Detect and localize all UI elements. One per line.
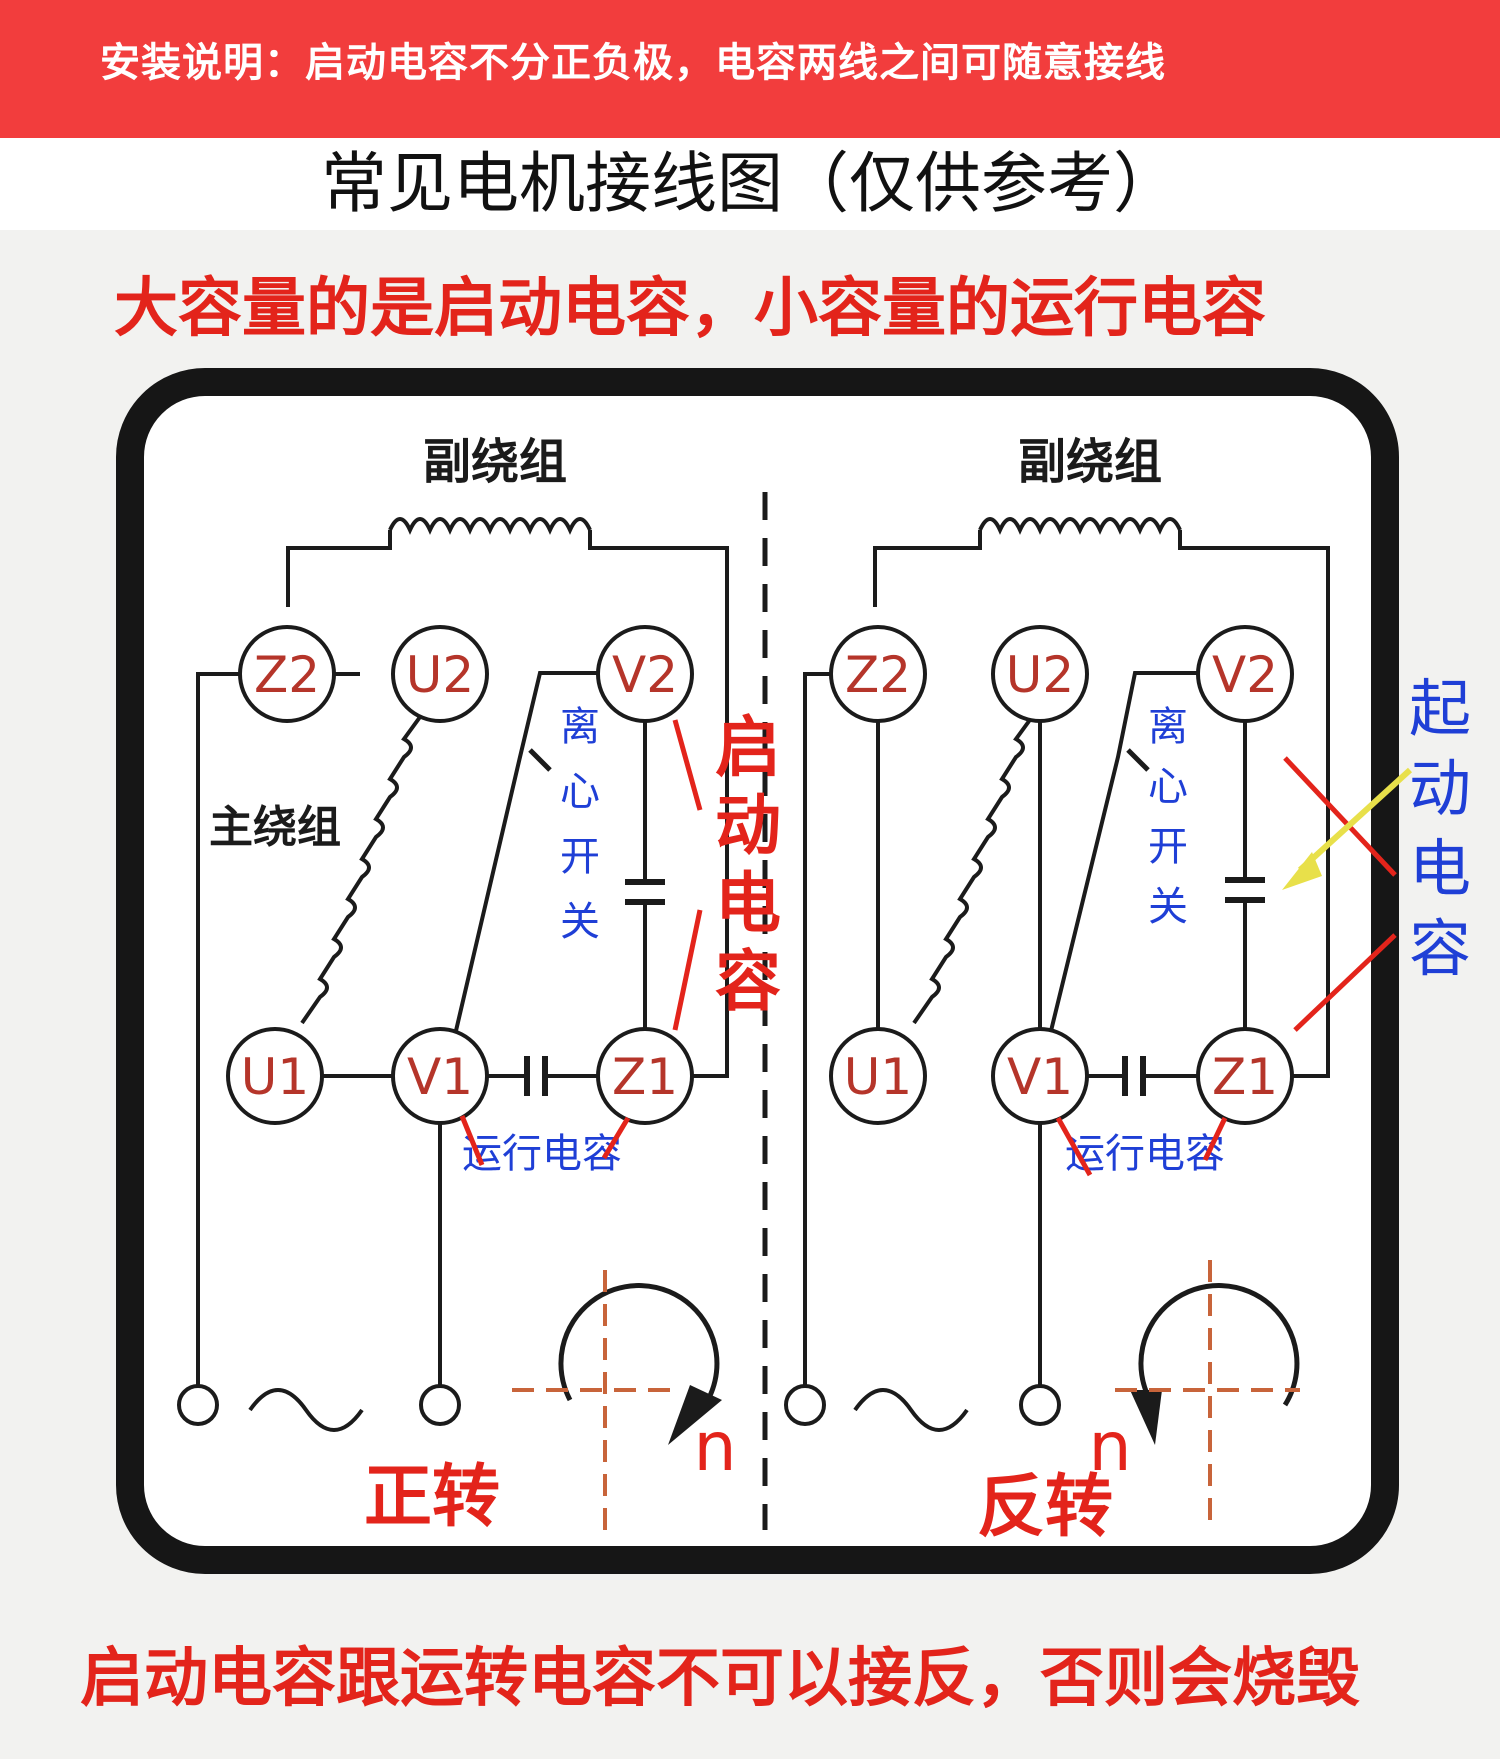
terminal-z2 (829, 625, 927, 723)
start-cap-char: 电 (1409, 832, 1471, 905)
terminal-z1-label: Z1 (1212, 1048, 1278, 1106)
ac-symbol (853, 1388, 969, 1432)
main-winding-label: 主绕组 (209, 802, 341, 853)
aux-winding-label: 副绕组 (1018, 434, 1162, 490)
terminal-z1-label: Z1 (612, 1048, 678, 1106)
terminal-v1 (391, 1027, 489, 1125)
start-cap-pointer (1293, 933, 1397, 1032)
supply-terminal (1019, 1384, 1061, 1426)
main-winding-coil (300, 715, 422, 1025)
terminal-z1 (596, 1027, 694, 1125)
forward-rotation-label: 正转 (364, 1458, 500, 1537)
terminal-u1 (829, 1027, 927, 1125)
switch-char: 关 (560, 899, 600, 945)
terminal-z2-label: Z2 (254, 646, 320, 704)
terminal-u2-label: U2 (1006, 646, 1074, 704)
terminal-v1-label: V1 (1007, 1048, 1073, 1106)
wiring-diagram: 大容量的是启动电容，小容量的运行电容 副绕组 (80, 272, 1471, 1716)
terminal-v1-label: V1 (407, 1048, 473, 1106)
wire (588, 530, 729, 1078)
run-cap-pointer (1202, 1116, 1228, 1162)
speed-symbol: n (693, 1408, 736, 1487)
main-winding-coil (912, 715, 1034, 1025)
terminal-v1 (991, 1027, 1089, 1125)
terminal-u1-label: U1 (241, 1048, 309, 1106)
rotation-arc (1138, 1283, 1300, 1407)
aux-winding-coil (388, 517, 592, 535)
start-cap-char: 容 (715, 943, 781, 1020)
rotation-arrowhead (668, 1385, 722, 1445)
terminal-u1-label: U1 (844, 1048, 912, 1106)
capacitor-warning: 启动电容跟运转电容不可以接反，否则会烧毁 (80, 1642, 1360, 1716)
rotation-arrowhead (1130, 1390, 1162, 1445)
terminal-v2 (596, 625, 694, 723)
switch-char: 心 (560, 769, 600, 815)
start-cap-char: 启 (715, 709, 781, 786)
start-cap-char: 动 (715, 787, 781, 864)
terminal-z1 (1196, 1027, 1294, 1125)
run-cap-pointer (601, 1116, 631, 1160)
terminal-v2-label: V2 (612, 646, 678, 704)
wire (1178, 530, 1330, 1078)
supply-terminal (419, 1384, 461, 1426)
start-cap-pointer (1283, 756, 1397, 877)
switch-char: 心 (1148, 764, 1188, 810)
terminal-v2-label: V2 (1212, 646, 1278, 704)
supply-terminal (177, 1384, 219, 1426)
terminal-u2 (391, 625, 489, 723)
start-cap-char: 电 (715, 865, 781, 942)
wire (196, 672, 240, 1385)
reverse-wiring-diagram: 副绕组 Z2 U2 V2 U1 V1 Z1 离 心 (784, 434, 1471, 1547)
switch-char: 离 (560, 704, 600, 750)
yellow-arrowhead (1282, 852, 1322, 890)
run-cap-pointer (459, 1115, 485, 1166)
ac-symbol (248, 1388, 364, 1432)
forward-wiring-diagram: 副绕组 Z2 U2 V2 U1 (177, 434, 781, 1537)
rotation-arc (558, 1283, 720, 1407)
terminal-u2-label: U2 (406, 646, 474, 704)
terminal-z2-label: Z2 (845, 646, 911, 704)
speed-symbol: n (1088, 1408, 1131, 1487)
wire (286, 530, 392, 607)
wire (803, 672, 835, 1385)
page-title: 常见电机接线图（仅供参考） (321, 145, 1179, 222)
centrifugal-switch-wire (1048, 671, 1215, 1036)
switch-tick (528, 748, 552, 772)
run-cap-pointer (1055, 1116, 1093, 1177)
start-cap-char: 起 (1409, 672, 1471, 745)
capacitor-size-note: 大容量的是启动电容，小容量的运行电容 (114, 272, 1266, 346)
start-cap-pointer (672, 719, 703, 811)
run-cap-label: 运行电容 (1065, 1131, 1225, 1177)
switch-char: 离 (1148, 704, 1188, 750)
start-cap-char: 动 (1409, 752, 1471, 825)
terminal-u2 (991, 625, 1089, 723)
yellow-arrow (1297, 767, 1413, 873)
switch-char: 关 (1148, 884, 1188, 930)
install-note-banner: 安装说明：启动电容不分正负极，电容两线之间可随意接线 (0, 0, 1500, 138)
switch-char: 开 (1148, 824, 1188, 870)
reverse-rotation-label: 反转 (977, 1468, 1113, 1547)
wire (873, 530, 982, 607)
install-note-text: 安装说明：启动电容不分正负极，电容两线之间可随意接线 (100, 40, 1166, 86)
switch-tick (1126, 748, 1150, 772)
terminal-v2 (1196, 625, 1294, 723)
aux-winding-coil (978, 517, 1182, 535)
centrifugal-switch-wire (453, 671, 620, 1036)
switch-char: 开 (560, 834, 600, 880)
wiring-diagram-panel: 大容量的是启动电容，小容量的运行电容 副绕组 (0, 230, 1500, 1759)
terminal-z2 (238, 625, 336, 723)
aux-winding-label: 副绕组 (423, 434, 567, 490)
start-cap-pointer (672, 909, 703, 1031)
start-cap-char: 容 (1409, 912, 1471, 985)
run-cap-label: 运行电容 (462, 1131, 622, 1177)
terminal-u1 (226, 1027, 324, 1125)
supply-terminal (784, 1384, 826, 1426)
